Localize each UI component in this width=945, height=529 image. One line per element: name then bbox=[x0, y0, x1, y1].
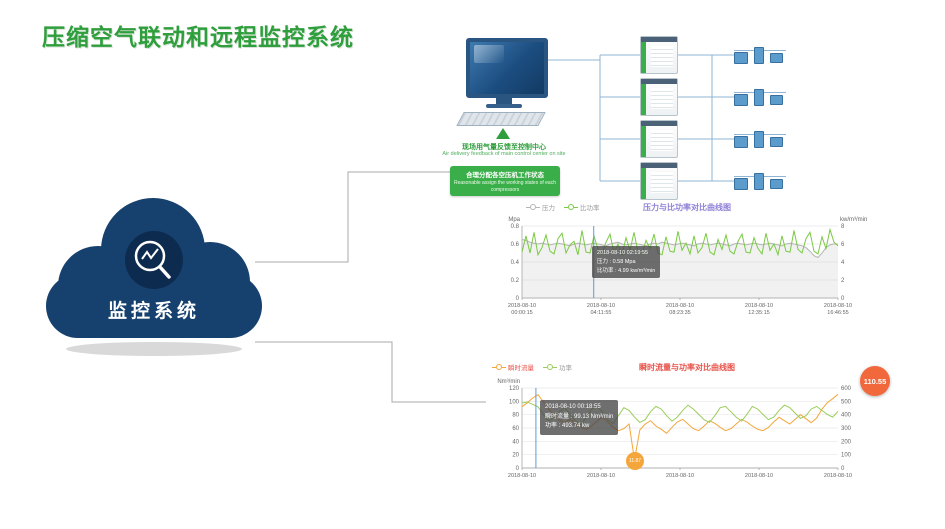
legend-item-power[interactable]: 功率 bbox=[543, 362, 572, 372]
svg-text:2018-08-10: 2018-08-10 bbox=[508, 473, 536, 479]
svg-text:60: 60 bbox=[512, 426, 519, 432]
svg-text:2018-08-10: 2018-08-10 bbox=[745, 303, 773, 309]
chart1-tooltip: 2018-08-10 02:19:55 压力 : 0.58 Mpa 比功率 : … bbox=[592, 246, 661, 279]
chart2-plot[interactable]: 0 20 40 60 80 100 120 0 100 200 300 400 500 600 Nm³/mi… bbox=[486, 376, 888, 500]
page-title: 压缩空气联动和远程监控系统 bbox=[42, 24, 354, 50]
svg-text:2: 2 bbox=[841, 278, 845, 284]
svg-text:08:23:35: 08:23:35 bbox=[669, 310, 690, 316]
line-marker-icon bbox=[564, 204, 578, 210]
monitoring-cloud: 监控系统 bbox=[38, 186, 270, 358]
compressor-unit bbox=[640, 162, 678, 200]
svg-text:8: 8 bbox=[841, 224, 845, 230]
magnifier-chart-icon bbox=[125, 231, 183, 289]
svg-text:2018-08-10: 2018-08-10 bbox=[666, 303, 694, 309]
svg-text:0: 0 bbox=[516, 296, 520, 302]
svg-text:kw/m³/min: kw/m³/min bbox=[840, 217, 867, 223]
svg-text:2018-08-10: 2018-08-10 bbox=[666, 473, 694, 479]
air-equipment-row bbox=[734, 86, 804, 108]
assign-text-en: Reasonable assign the working states of … bbox=[453, 180, 556, 193]
svg-text:100: 100 bbox=[509, 399, 520, 405]
svg-text:0.8: 0.8 bbox=[511, 224, 520, 230]
chart1-title: 压力与比功率对比曲线图 bbox=[643, 203, 731, 212]
svg-text:20: 20 bbox=[512, 453, 519, 459]
legend-item-specific-power[interactable]: 比功率 bbox=[564, 202, 600, 212]
air-equipment-row bbox=[734, 170, 804, 192]
svg-text:200: 200 bbox=[841, 439, 852, 445]
chart-flow-power: 瞬时流量 功率 瞬时流量与功率对比曲线图 0 20 40 60 80 100 120 0 100… bbox=[486, 360, 890, 508]
compressor-unit bbox=[640, 120, 678, 158]
svg-text:0: 0 bbox=[841, 296, 845, 302]
chart2-tooltip: 2018-08-10 00:18:55 瞬时流量 : 99.13 Nm³/min… bbox=[540, 400, 619, 435]
svg-text:2018-08-10: 2018-08-10 bbox=[587, 473, 615, 479]
monitor-screen bbox=[474, 45, 504, 63]
svg-text:0.6: 0.6 bbox=[511, 242, 520, 248]
svg-text:300: 300 bbox=[841, 426, 852, 432]
svg-text:Nm³/min: Nm³/min bbox=[497, 379, 520, 385]
up-arrow-icon bbox=[496, 128, 510, 139]
legend-item-pressure[interactable]: 压力 bbox=[526, 202, 555, 212]
svg-text:400: 400 bbox=[841, 413, 852, 419]
svg-text:2018-08-10: 2018-08-10 bbox=[824, 303, 852, 309]
svg-text:0.4: 0.4 bbox=[511, 260, 520, 266]
computer-monitor bbox=[466, 38, 548, 98]
chart1-plot[interactable]: 0 0.2 0.4 0.6 0.8 0 2 4 6 8 Mpa kw/m³/min 2018-08-10… bbox=[486, 216, 888, 340]
feedback-text-cn: 现场用气量反馈至控制中心 bbox=[462, 144, 546, 151]
tooltip-line: 瞬时流量 : 99.13 Nm³/min bbox=[545, 413, 614, 420]
keyboard bbox=[456, 112, 546, 126]
min-value-dot: 11.87 bbox=[626, 452, 644, 470]
chart2-title: 瞬时流量与功率对比曲线图 bbox=[639, 363, 735, 372]
legend-label: 比功率 bbox=[580, 205, 600, 212]
compressor-unit bbox=[640, 78, 678, 116]
monitor-base bbox=[486, 104, 522, 108]
tooltip-line: 功率 : 493.74 kw bbox=[545, 423, 590, 430]
tooltip-line: 比功率 : 4.99 kw/m³/min bbox=[597, 267, 656, 274]
svg-text:0: 0 bbox=[841, 466, 845, 472]
tooltip-time: 2018-08-10 02:19:55 bbox=[597, 250, 649, 256]
svg-text:00:00:15: 00:00:15 bbox=[511, 310, 532, 316]
max-value-badge: 110.55 bbox=[860, 366, 890, 396]
compressor-unit bbox=[640, 36, 678, 74]
svg-text:0: 0 bbox=[516, 466, 520, 472]
svg-text:04:11:55: 04:11:55 bbox=[590, 310, 611, 316]
svg-text:4: 4 bbox=[841, 260, 845, 266]
svg-text:500: 500 bbox=[841, 399, 852, 405]
legend-label: 功率 bbox=[559, 365, 572, 372]
legend-label: 瞬时流量 bbox=[508, 365, 534, 372]
svg-text:40: 40 bbox=[512, 439, 519, 445]
cloud-shape bbox=[46, 198, 262, 356]
chart1-legend: 压力 比功率 bbox=[526, 202, 600, 212]
cloud-label: 监控系统 bbox=[107, 301, 200, 322]
system-diagram: 现场用气量反馈至控制中心 Air delivery feedback of ma… bbox=[442, 30, 830, 225]
chart-pressure-power: 压力 比功率 压力与比功率对比曲线图 0 0.2 0.4 0.6 0.8 0 2 4 6 8 Mpa… bbox=[486, 200, 888, 340]
svg-text:2018-08-10: 2018-08-10 bbox=[508, 303, 536, 309]
diagram-lines bbox=[546, 54, 734, 182]
line-marker-icon bbox=[492, 364, 506, 370]
air-equipment-row bbox=[734, 44, 804, 66]
svg-text:12:35:15: 12:35:15 bbox=[748, 310, 769, 316]
assign-text-cn: 合理分配各空压机工作状态 bbox=[466, 172, 544, 179]
chart2-legend: 瞬时流量 功率 bbox=[492, 362, 572, 372]
tooltip-line: 压力 : 0.58 Mpa bbox=[597, 258, 636, 265]
line-marker-icon bbox=[526, 204, 540, 210]
tooltip-time: 2018-08-10 00:18:55 bbox=[545, 404, 601, 410]
svg-text:0.2: 0.2 bbox=[511, 278, 520, 284]
svg-text:6: 6 bbox=[841, 242, 845, 248]
legend-item-flow[interactable]: 瞬时流量 bbox=[492, 362, 534, 372]
svg-text:600: 600 bbox=[841, 386, 852, 392]
svg-text:2018-08-10: 2018-08-10 bbox=[824, 473, 852, 479]
legend-label: 压力 bbox=[542, 205, 555, 212]
air-equipment-row bbox=[734, 128, 804, 150]
svg-text:Mpa: Mpa bbox=[508, 217, 520, 223]
svg-text:100: 100 bbox=[841, 453, 852, 459]
assign-box: 合理分配各空压机工作状态 Reasonable assign the worki… bbox=[450, 166, 560, 196]
svg-text:16:46:55: 16:46:55 bbox=[827, 310, 848, 316]
svg-text:2018-08-10: 2018-08-10 bbox=[587, 303, 615, 309]
svg-text:120: 120 bbox=[509, 386, 520, 392]
svg-text:2018-08-10: 2018-08-10 bbox=[745, 473, 773, 479]
feedback-text-en: Air delivery feedback of main control ce… bbox=[442, 151, 566, 157]
line-marker-icon bbox=[543, 364, 557, 370]
monitor-stand bbox=[496, 98, 512, 104]
svg-text:80: 80 bbox=[512, 413, 519, 419]
